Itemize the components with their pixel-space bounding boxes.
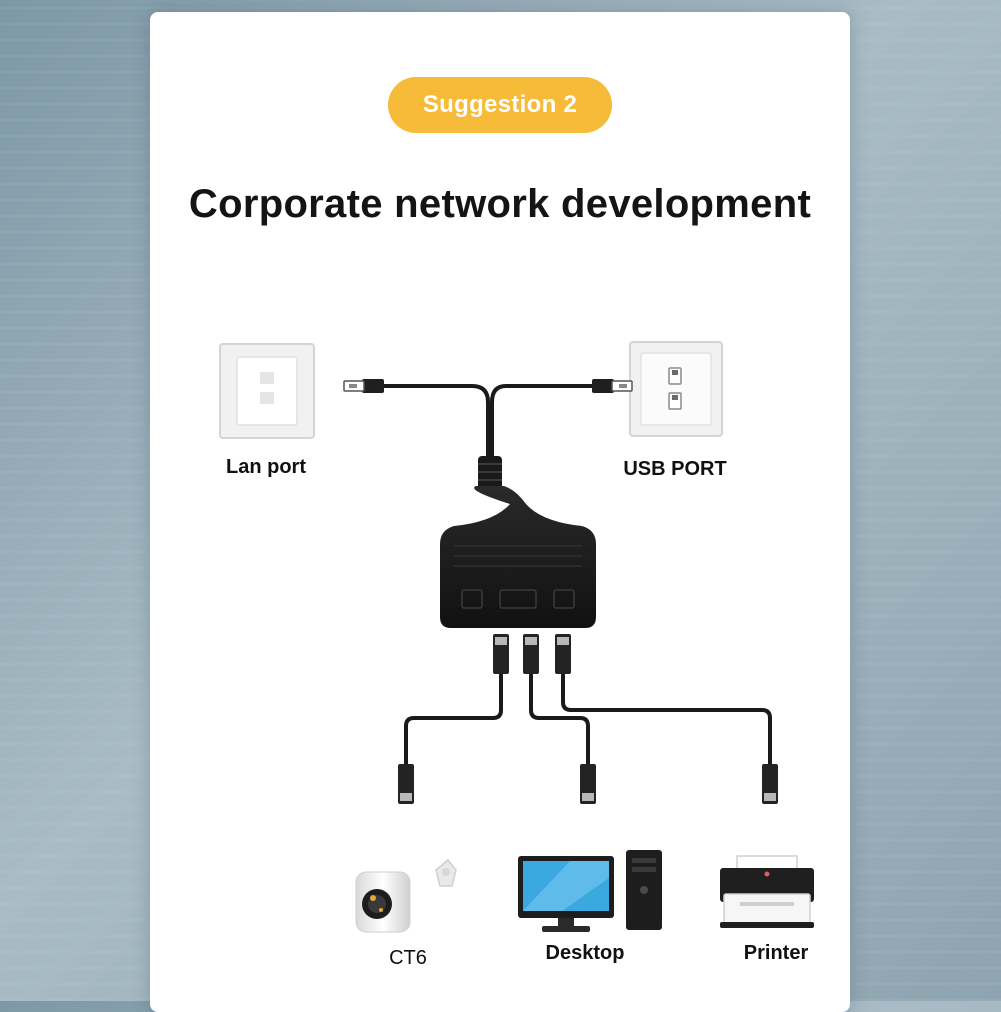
- desktop-computer-icon: [518, 850, 662, 932]
- network-diagram: [219, 341, 814, 933]
- device-label-printer: Printer: [743, 942, 809, 964]
- device-label-desktop: Desktop: [545, 942, 625, 964]
- suggestion-badge: Suggestion 2: [388, 77, 612, 133]
- device-label-camera: CT6: [389, 947, 427, 969]
- usb-port-label: USB PORT: [623, 458, 727, 480]
- ethernet-splitter-hub-icon: [440, 486, 596, 628]
- input-cables: [378, 384, 597, 464]
- printer-icon: [720, 855, 814, 928]
- diagram-card: Suggestion 2 Corporate network developme…: [150, 12, 850, 1012]
- lan-port-label: Lan port: [226, 456, 306, 478]
- ethernet-wall-socket-icon: [219, 343, 315, 439]
- usb-plug-right-icon: [592, 379, 633, 393]
- rj45-plug-camera-icon: [398, 764, 414, 804]
- rj45-plug-desktop-icon: [580, 764, 596, 804]
- usb-wall-socket-icon: [629, 341, 723, 437]
- rj45-plug-printer-icon: [762, 764, 778, 804]
- cable-strain-relief: [478, 456, 502, 490]
- usb-plug-left-icon: [343, 379, 384, 393]
- hub-output-plugs: [493, 634, 571, 674]
- page-title: Corporate network development: [188, 182, 812, 226]
- security-camera-icon: [355, 858, 457, 933]
- output-cables: [404, 674, 772, 768]
